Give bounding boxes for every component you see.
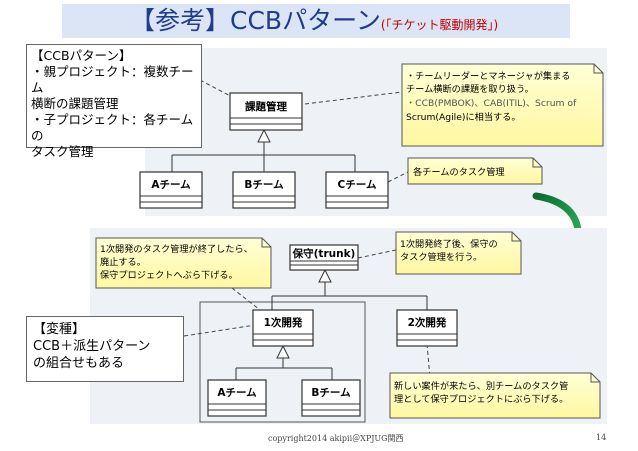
ccb-callout-line: 横断の課題管理 xyxy=(31,96,119,111)
class-dev1-name: 1次開発 xyxy=(264,316,303,329)
note-new-case-line-1: 新しい案件が来たら、別チームのタスク管 xyxy=(394,380,568,392)
note-connector-line xyxy=(304,91,403,105)
note-dev1-end-line-3: 保守プロジェクトへぶら下げる。 xyxy=(100,269,238,281)
class-team-a-bottom: Aチーム xyxy=(207,379,267,417)
class-issue-management-name: 課題管理 xyxy=(245,100,287,113)
footer-copyright: copyright2014 akipii＠XPJUG関西 xyxy=(268,434,404,443)
note-new-case: 新しい案件が来たら、別チームのタスク管 理として保守プロジェクトにぶら下げる。 xyxy=(389,372,601,419)
note-dev1-end-line-1: 1次開発のタスク管理が終了したら、 xyxy=(100,243,253,255)
slide-title: 【参考】CCBパターン(「チケット駆動開発」) xyxy=(130,4,498,38)
title-band xyxy=(62,4,570,38)
inheritance-tree-bottom-upper xyxy=(271,282,428,310)
note-dev1-end: 1次開発のタスク管理が終了したら、 廃止する。 保守プロジェクトへぶら下げる。 xyxy=(95,237,272,289)
generalization-arrow xyxy=(276,344,290,359)
note-leaders-line-2: チーム横断の課題を取り扱う。 xyxy=(406,83,534,95)
ccb-callout-line: 【CCBパターン】 xyxy=(31,48,132,63)
class-issue-management: 課題管理 xyxy=(229,92,303,131)
note-connector-line xyxy=(231,287,261,311)
variant-callout-line: の組合せもある xyxy=(33,356,125,371)
generalization-arrow xyxy=(257,128,271,143)
ccb-callout-line: ・親プロジェクト：複数チーム xyxy=(31,64,194,95)
variant-callout-line: 【変種】 xyxy=(33,322,86,337)
note-trunk-after: 1次開発終了後、保守の タスク管理を行う。 xyxy=(395,231,522,275)
note-leaders-line-4: Scrum(Agile)に相当する。 xyxy=(406,111,521,123)
ccb-callout-line: タスク管理 xyxy=(31,144,94,159)
dev1-group-boundary xyxy=(199,301,366,423)
class-team-c-top: Cチーム xyxy=(325,171,389,209)
note-connector-line xyxy=(183,323,263,337)
page-number: 14 xyxy=(596,433,607,442)
note-connector-line xyxy=(387,171,409,183)
note-leaders-line-1: ・チームリーダーとマネージャが集まる xyxy=(406,70,570,82)
note-trunk-after-line-1: 1次開発終了後、保守の xyxy=(400,238,498,250)
variant-callout: 【変種】 CCB＋派生パターン の組合せもある xyxy=(26,316,184,382)
note-leaders-line-3: ・CCB(PMBOK)、CAB(ITIL)、Scrum of xyxy=(406,98,577,109)
class-trunk: 保守(trunk) xyxy=(289,244,359,271)
note-leaders: ・チームリーダーとマネージャが集まる チーム横断の課題を取り扱う。 ・CCB(P… xyxy=(401,63,604,147)
class-dev1: 1次開発 xyxy=(252,309,314,347)
note-dev1-end-line-2: 廃止する。 xyxy=(100,256,146,268)
class-trunk-name: 保守(trunk) xyxy=(292,247,356,260)
variant-callout-line: CCB＋派生パターン xyxy=(33,339,151,354)
generalization-arrow xyxy=(318,268,332,283)
inheritance-tree-bottom-lower xyxy=(235,358,333,380)
class-team-b-top: Bチーム xyxy=(232,171,296,209)
class-dev2: 2次開発 xyxy=(396,309,458,347)
note-team-task: 各チームのタスク管理 xyxy=(407,157,543,185)
note-new-case-line-2: 理として保守プロジェクトにぶら下げる。 xyxy=(394,393,568,405)
class-team-c-top-name: Cチーム xyxy=(338,179,377,191)
class-dev2-name: 2次開発 xyxy=(408,316,447,329)
note-trunk-after-line-2: タスク管理を行う。 xyxy=(400,251,482,263)
ccb-callout: 【CCBパターン】 ・親プロジェクト：複数チーム 横断の課題管理 ・子プロジェク… xyxy=(26,44,202,159)
class-team-b-top-name: Bチーム xyxy=(244,179,284,191)
class-team-b-bottom-name: Bチーム xyxy=(311,387,351,399)
note-connector-line xyxy=(426,343,431,379)
slide-title-sub: (「チケット駆動開発」) xyxy=(380,18,499,32)
class-team-a-top-name: Aチーム xyxy=(151,179,191,191)
class-team-a-bottom-name: Aチーム xyxy=(217,387,257,399)
class-team-b-bottom: Bチーム xyxy=(301,379,361,417)
inheritance-tree-top xyxy=(171,142,356,172)
slide-title-main: 【参考】CCBパターン xyxy=(130,6,381,35)
class-team-a-top: Aチーム xyxy=(139,171,203,209)
ccb-callout-line: ・子プロジェクト：各チームの xyxy=(31,112,194,143)
note-team-task-text: 各チームのタスク管理 xyxy=(413,166,505,178)
